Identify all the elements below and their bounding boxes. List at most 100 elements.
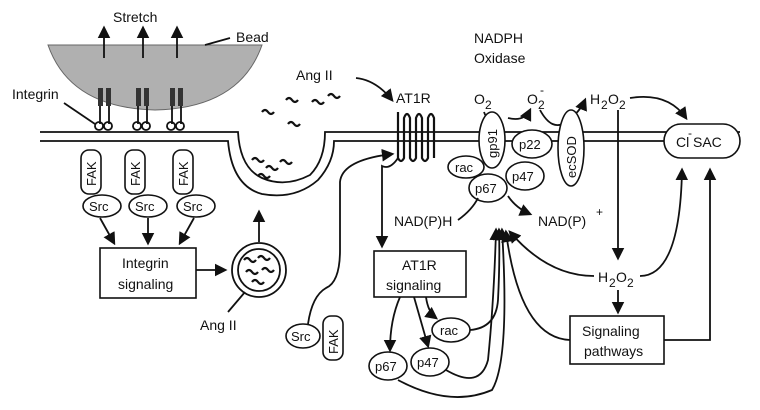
svg-text:p67: p67 [375, 359, 397, 374]
svg-text:rac: rac [440, 323, 459, 338]
svg-text:Src: Src [183, 199, 203, 214]
ang-ii-bottom-label: Ang II [200, 317, 237, 333]
src-2: Src [129, 195, 167, 217]
nadph-oxidase-title-2: Oxidase [474, 50, 526, 66]
svg-text:FAK: FAK [128, 161, 143, 186]
arrow-signaling-sac [664, 170, 710, 340]
svg-text:pathways: pathways [584, 343, 643, 359]
fak-1: FAK [81, 150, 101, 194]
svg-text:ecSOD: ecSOD [564, 136, 579, 178]
bead-shape [48, 45, 262, 110]
at1r-signaling-box: AT1R signaling [374, 251, 466, 297]
p47-upper: p47 [506, 162, 544, 190]
ecsod: ecSOD [558, 110, 584, 186]
svg-text:2: 2 [619, 98, 626, 112]
gp91-subunit: gp91 [479, 112, 505, 168]
arrow-src-fak-at1r [308, 154, 392, 324]
svg-text:O: O [474, 91, 485, 107]
h2o2-mid-label: H 2 O 2 [598, 269, 634, 290]
svg-text:NAD(P): NAD(P) [538, 213, 586, 229]
bead-label: Bead [236, 29, 269, 45]
arrow-h2o2mid-sac [640, 170, 682, 276]
svg-text:-: - [540, 83, 544, 97]
svg-text:O: O [608, 91, 619, 107]
nadp-product-label: NAD(P) + [538, 205, 603, 229]
cl-sac-channel: Cl - SAC [664, 124, 740, 158]
arrow-signaling-p67 [390, 297, 400, 350]
ang-ii-vesicle [232, 243, 286, 297]
svg-text:signaling: signaling [386, 277, 441, 293]
arrow-signaling-rac [426, 297, 436, 318]
arrow-h2o2mid-oxidase [510, 232, 594, 276]
src-at1r: Src [286, 324, 320, 348]
ang-ii-invagination [252, 158, 292, 178]
src-3: Src [177, 195, 215, 217]
arrow-angii-at1r [356, 78, 392, 100]
p22-subunit: p22 [512, 130, 552, 158]
svg-text:SAC: SAC [693, 134, 722, 150]
fak-at1r: FAK [323, 316, 343, 360]
ang-ii-top-label: Ang II [296, 67, 333, 83]
svg-text:Src: Src [135, 199, 155, 214]
svg-text:2: 2 [538, 98, 545, 112]
svg-text:H: H [590, 91, 600, 107]
svg-text:p67: p67 [475, 181, 497, 196]
svg-text:2: 2 [627, 276, 634, 290]
p47-lower: p47 [411, 348, 449, 376]
arrow-signaling-p47 [414, 297, 428, 346]
svg-text:O: O [616, 269, 627, 285]
stretch-label: Stretch [113, 9, 157, 25]
svg-text:AT1R: AT1R [402, 257, 437, 273]
svg-text:2: 2 [485, 98, 492, 112]
at1r-label: AT1R [396, 90, 431, 106]
at1r-receptor [398, 112, 434, 161]
integrin-signaling-box: Integrin signaling [100, 248, 196, 298]
arrow-h2o2-sac-top [630, 97, 686, 118]
arrow-src1-integrin [100, 218, 114, 243]
h2o2-top-label: H 2 O 2 [590, 91, 626, 112]
rac-lower: rac [432, 318, 470, 342]
svg-text:FAK: FAK [326, 329, 341, 354]
svg-text:+: + [596, 205, 603, 219]
svg-text:signaling: signaling [118, 276, 173, 292]
ang-ii-extracellular [262, 94, 340, 126]
arrow-at1r-signaling [382, 158, 398, 246]
o2-label: O 2 [474, 91, 492, 112]
svg-text:2: 2 [601, 98, 608, 112]
svg-text:gp91: gp91 [485, 129, 500, 158]
p67-upper: p67 [469, 174, 507, 202]
src-1: Src [83, 195, 121, 217]
fak-2: FAK [125, 150, 145, 194]
nadph-oxidase-title-1: NADPH [474, 30, 523, 46]
svg-text:p22: p22 [519, 137, 541, 152]
arrow-to-nadp [508, 196, 530, 214]
svg-text:-: - [688, 126, 692, 140]
svg-text:Integrin: Integrin [122, 255, 169, 271]
svg-text:NAD(P)H: NAD(P)H [394, 213, 452, 229]
arrow-signaling-oxidase [506, 232, 570, 340]
svg-text:H: H [598, 269, 608, 285]
bead-pointer [205, 38, 230, 45]
ang-ii-bottom-pointer [228, 292, 245, 312]
svg-text:FAK: FAK [176, 161, 191, 186]
svg-text:p47: p47 [417, 355, 439, 370]
svg-text:Src: Src [89, 199, 109, 214]
signaling-pathways-box: Signaling pathways [570, 316, 664, 364]
superoxide-label: O 2 - [527, 83, 545, 112]
svg-text:FAK: FAK [84, 161, 99, 186]
svg-text:p47: p47 [512, 169, 534, 184]
integrin-label: Integrin [12, 86, 59, 102]
arrow-src3-integrin [180, 218, 194, 243]
svg-text:O: O [527, 91, 538, 107]
svg-text:rac: rac [455, 160, 474, 175]
svg-text:Src: Src [291, 329, 311, 344]
fak-3: FAK [173, 150, 193, 194]
svg-text:2: 2 [609, 276, 616, 290]
integrin-pointer [64, 103, 95, 124]
nadph-substrate-label: NAD(P)H [394, 213, 452, 229]
svg-text:Signaling: Signaling [582, 323, 640, 339]
p67-lower: p67 [369, 352, 407, 380]
nadph-to-p67 [458, 198, 478, 220]
